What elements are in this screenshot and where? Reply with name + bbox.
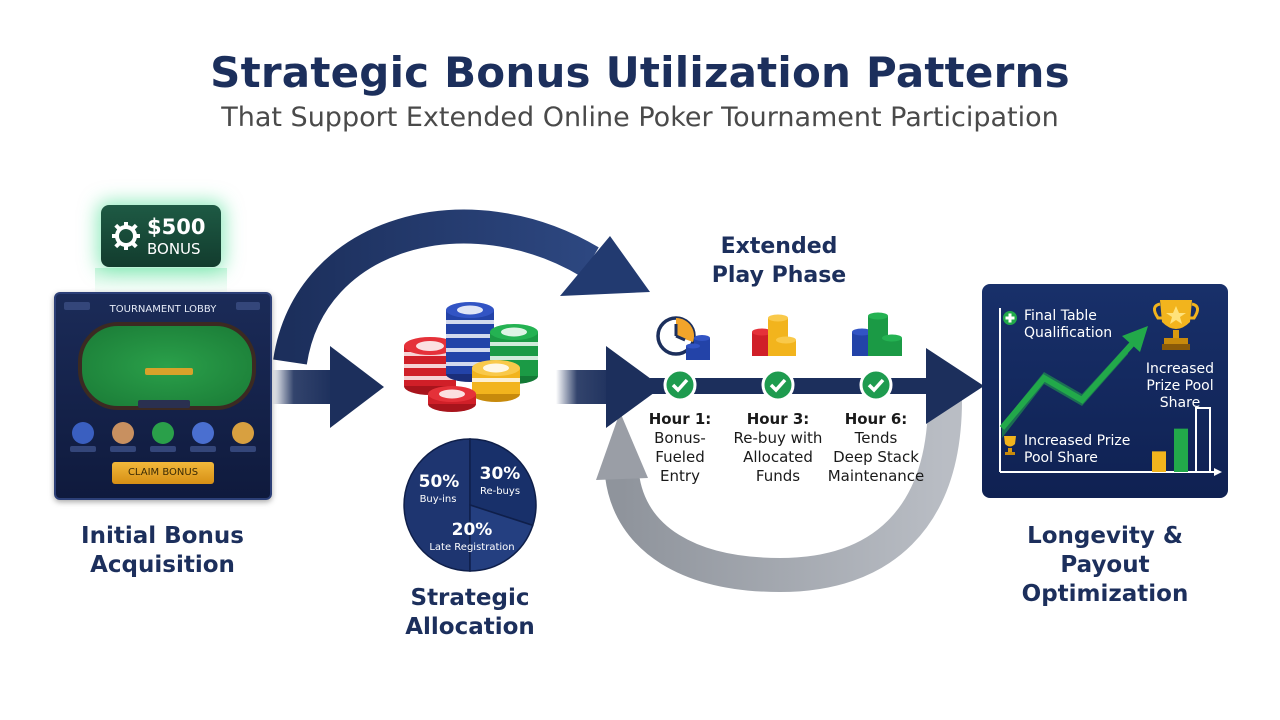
return-arc-arrowhead — [596, 412, 648, 480]
player-avatar-2 — [112, 422, 134, 444]
player-avatar-4 — [192, 422, 214, 444]
step-3-head: Hour 6: — [844, 410, 908, 428]
slice-3-percent: 20% — [451, 520, 493, 540]
top-arc-arrow — [273, 209, 599, 366]
slice-1-label: Buy-ins — [419, 494, 457, 505]
player-tag — [70, 446, 96, 452]
slice-2-label: Re-buys — [479, 486, 521, 497]
chip-stack-icon-1 — [686, 335, 710, 360]
payout-panel: Final Table Qualification Increased Priz… — [982, 284, 1228, 498]
prize-bottom-line: Pool Share — [1024, 450, 1098, 466]
badge-glow — [95, 268, 227, 296]
pie-slice-3 — [469, 503, 534, 572]
stage-3-label-line-2: Play Phase — [711, 263, 847, 288]
pie-slice-1 — [403, 438, 471, 572]
lobby-menu-tag — [64, 302, 90, 310]
slice-3-label: Late Registration — [429, 542, 515, 553]
final-table-line: Qualification — [1024, 325, 1113, 341]
bar-2 — [1174, 428, 1188, 472]
bonus-amount: $500 — [147, 215, 206, 239]
plus-icon — [1003, 311, 1017, 325]
stage-1-label-line-1: Initial Bonus — [81, 523, 244, 549]
chip-stack-icon-3 — [852, 312, 902, 356]
step-2-line: Funds — [755, 467, 801, 485]
player-tag — [150, 446, 176, 452]
stage-3-label-line-1: Extended — [720, 234, 838, 259]
step-3-line: Tends — [854, 429, 898, 447]
check-icon-3 — [859, 368, 893, 402]
top-arc-arrowhead — [560, 236, 650, 296]
step-2-line: Re-buy with — [733, 429, 823, 447]
stage-4-label: Longevity & Payout Optimization — [980, 522, 1230, 609]
prize-pool-bottom-label: Increased Prize Pool Share — [1024, 433, 1130, 467]
player-avatar-5 — [232, 422, 254, 444]
allocation-pie-chart — [403, 438, 537, 572]
arrow-1-shaft — [272, 370, 334, 404]
prize-bottom-line: Increased Prize — [1024, 433, 1131, 449]
timeline-step-2: Hour 3: Re-buy with Allocated Funds — [722, 410, 834, 486]
table-pot-marker — [145, 368, 193, 375]
step-1-line: Fueled — [655, 448, 705, 466]
stage-1-label-line-2: Acquisition — [90, 552, 235, 578]
page-subtitle: That Support Extended Online Poker Tourn… — [221, 102, 1059, 133]
timeline-step-1: Hour 1: Bonus- Fueled Entry — [624, 410, 736, 486]
player-tag — [230, 446, 256, 452]
growth-chart — [999, 300, 1222, 476]
check-icon-1 — [663, 368, 697, 402]
tournament-lobby-panel: TOURNAMENT LOBBY CLAIM BONUS — [54, 292, 272, 500]
bar-1 — [1152, 451, 1166, 472]
step-1-line: Bonus- — [654, 429, 706, 447]
player-avatar-3 — [152, 422, 174, 444]
growth-arrow-line — [999, 342, 1135, 430]
prize-right-line: Increased — [1145, 361, 1215, 377]
poker-table — [78, 322, 256, 410]
stage-3-label: Extended Play Phase — [690, 232, 868, 290]
small-trophy-icon — [1004, 436, 1016, 455]
bonus-label: BONUS — [147, 240, 201, 258]
step-1-head: Hour 1: — [648, 410, 712, 428]
step-3-line: Deep Stack — [833, 448, 919, 466]
stage-2-label-line-1: Strategic — [410, 585, 530, 611]
stage-1-label: Initial Bonus Acquisition — [60, 522, 265, 580]
pie-slice-2 — [469, 438, 537, 527]
bar-chart — [1152, 407, 1211, 473]
prize-right-line: Prize Pool — [1146, 378, 1214, 394]
return-arc-arrow — [605, 399, 962, 593]
table-base — [138, 400, 190, 408]
final-table-line: Final Table — [1024, 308, 1097, 324]
stage-4-label-line-1: Longevity & Payout — [1027, 523, 1183, 578]
trophy-icon — [1153, 300, 1199, 350]
stage-2-label: Strategic Allocation — [380, 584, 560, 642]
claim-bonus-button[interactable]: CLAIM BONUS — [112, 462, 214, 484]
player-avatar-1 — [72, 422, 94, 444]
gear-chip-icon — [112, 222, 140, 250]
prize-pool-right-label: Increased Prize Pool Share — [1142, 361, 1218, 412]
slice-1-percent: 50% — [418, 472, 460, 492]
bonus-badge: $500 BONUS — [101, 205, 221, 267]
step-2-line: Allocated — [743, 448, 813, 466]
stage-4-label-line-2: Optimization — [1021, 581, 1189, 607]
lobby-title: TOURNAMENT LOBBY — [109, 304, 217, 315]
step-2-head: Hour 3: — [746, 410, 810, 428]
slice-2-percent: 30% — [479, 464, 521, 484]
check-icon-2 — [761, 368, 795, 402]
stage-2-label-line-2: Allocation — [405, 614, 535, 640]
player-tag — [110, 446, 136, 452]
final-table-label: Final Table Qualification — [1024, 308, 1112, 342]
chip-stack-icon-2 — [752, 314, 796, 356]
timeline-head — [926, 348, 984, 424]
timeline-step-3: Hour 6: Tends Deep Stack Maintenance — [820, 410, 932, 486]
clock-icon — [656, 316, 696, 356]
step-3-line: Maintenance — [827, 467, 925, 485]
prize-right-line: Share — [1159, 395, 1201, 411]
player-tag — [190, 446, 216, 452]
page-title: Strategic Bonus Utilization Patterns — [210, 48, 1070, 97]
arrow-1-head — [330, 346, 384, 428]
chip-pile-icon — [404, 302, 538, 412]
bar-3 — [1195, 407, 1211, 473]
step-1-line: Entry — [660, 467, 700, 485]
arrow-2-head — [606, 346, 662, 428]
lobby-account-tag — [236, 302, 260, 310]
